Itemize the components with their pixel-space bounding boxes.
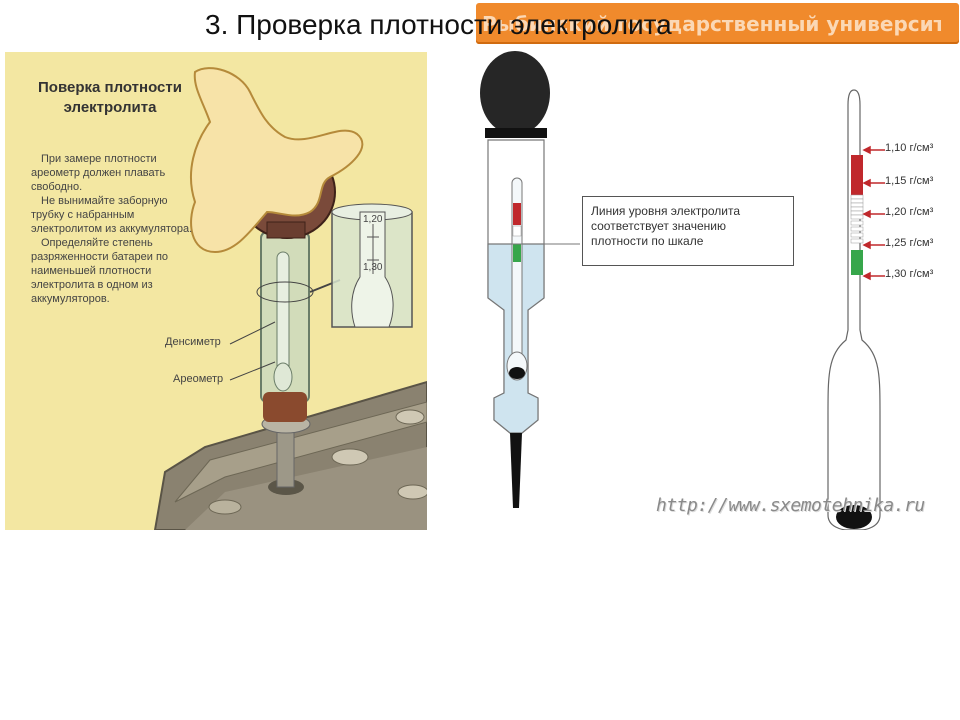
slide-title: 3. Проверка плотности электролита (205, 9, 672, 40)
zoom-scale-mark-2: 1,30 (363, 262, 383, 273)
panel-title: Поверка плотности электролита (38, 79, 182, 116)
instruction-paragraph-1: При замере плотности ареометр должен пла… (31, 153, 166, 193)
density-scale-diagram (827, 89, 885, 530)
scale-label-3: 1,20 г/см³ (885, 206, 934, 218)
scale-label-5: 1,30 г/см³ (885, 268, 934, 280)
zoom-scale-mark-1: 1,20 (363, 214, 383, 225)
hydrometer-diagram (480, 51, 580, 508)
instruction-paragraph-3: Определяйте степень разряженности батаре… (31, 237, 169, 305)
areometer-label: Ареометр (173, 373, 224, 385)
scale-label-1: 1,10 г/см³ (885, 142, 934, 154)
watermark: http://www.sxemotehnika.ru (656, 495, 925, 516)
instruction-text: При замере плотности ареометр должен пла… (31, 152, 201, 306)
university-banner: Рыбинский государственный университет (476, 3, 959, 44)
scale-label-2: 1,15 г/см³ (885, 175, 934, 187)
instruction-paragraph-2: Не вынимайте заборную трубку с набранным… (31, 195, 193, 235)
electrolyte-level-callout: Линия уровня электролита соответствует з… (582, 196, 794, 266)
illustration-panel: Поверка плотности электролита При замере… (5, 52, 427, 530)
scale-label-4: 1,25 г/см³ (885, 237, 934, 249)
densimeter-label: Денсиметр (165, 336, 221, 348)
banner-text: Рыбинский государственный университет (482, 12, 941, 36)
battery-hydrometer-illustration (153, 67, 427, 530)
